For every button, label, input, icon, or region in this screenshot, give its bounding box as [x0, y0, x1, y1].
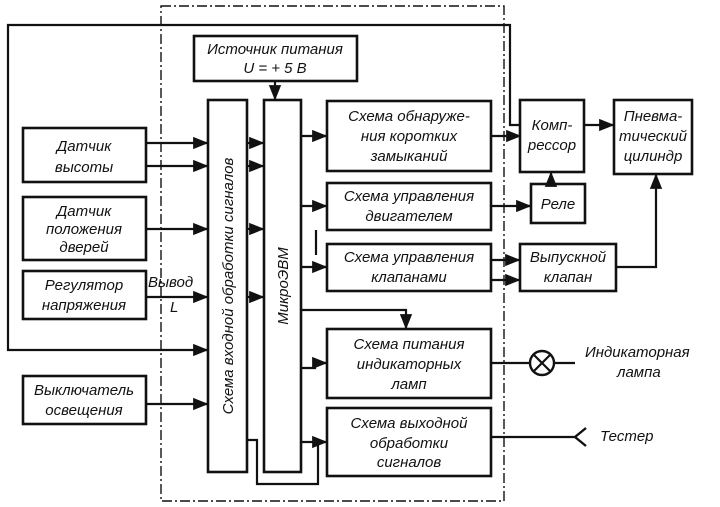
compressor-block: Комп- рессор — [518, 98, 586, 174]
exhaust-valve-block: Выпускной клапан — [518, 242, 618, 293]
wire-compressor-feedback — [6, 23, 520, 357]
compressor-label-2: рессор — [527, 137, 576, 154]
tester-connector-icon — [573, 427, 587, 447]
voltage-regulator-label-2: напряжения — [42, 297, 126, 314]
valve-control-label-1: Схема управления — [344, 249, 474, 266]
wire-ip-output-loop — [247, 438, 320, 486]
output-processing-label-1: Схема выходной — [351, 415, 469, 432]
microcomputer-block: МикроЭВМ — [262, 98, 303, 474]
pneumatic-cylinder-label-1: Пневма- — [624, 108, 683, 125]
motor-control-label-2: двигателем — [365, 208, 452, 225]
output-processing-block: Схема выходной обработки сигналов — [325, 406, 493, 478]
compressor-label-1: Комп- — [532, 117, 573, 134]
door-sensor-label-1: Датчик — [55, 203, 113, 220]
lamp-power-block: Схема питания индикаторных ламп — [325, 327, 493, 400]
pneumatic-cylinder-block: Пневма- тический цилиндр — [612, 98, 694, 176]
wire-mcu-lamp-power-2 — [301, 356, 328, 370]
light-switch-label-2: освещения — [45, 402, 122, 419]
pneumatic-cylinder-label-2: тический — [619, 128, 688, 145]
input-processing-block: Схема входной обработки сигналов — [206, 98, 249, 474]
input-processing-label: Схема входной обработки сигналов — [220, 158, 237, 415]
lamp-power-label-3: ламп — [390, 376, 426, 393]
valve-control-block: Схема управления клапанами — [325, 242, 493, 293]
voltage-regulator-block: Регулятор напряжения — [21, 269, 148, 321]
voltage-regulator-label-1: Регулятор — [45, 277, 123, 294]
motor-control-label-1: Схема управления — [344, 188, 474, 205]
wire-mcu-lamp-power — [301, 308, 413, 330]
relay-label: Реле — [541, 196, 575, 213]
motor-control-block: Схема управления двигателем — [325, 181, 493, 232]
short-circuit-label-3: замыканий — [370, 148, 448, 165]
light-switch-label-1: Выключатель — [34, 382, 134, 399]
exhaust-valve-label-1: Выпускной — [530, 249, 607, 266]
door-sensor-block: Датчик положения дверей — [21, 195, 148, 262]
door-sensor-label-3: дверей — [59, 239, 109, 256]
wire-exhaust-cylinder — [616, 173, 663, 269]
connections — [6, 23, 663, 486]
valve-control-label-2: клапанами — [371, 269, 447, 286]
power-supply-label-1: Источник питания — [207, 41, 343, 58]
microcomputer-label: МикроЭВМ — [275, 247, 292, 325]
height-sensor-label-1: Датчик — [55, 138, 113, 155]
indicator-lamp-label-2: лампа — [616, 364, 661, 381]
output-processing-label-3: сигналов — [377, 454, 441, 471]
lamp-power-label-2: индикаторных — [357, 356, 462, 373]
short-circuit-label-2: ния коротких — [361, 128, 458, 145]
output-l-label-1: Вывод — [148, 274, 193, 291]
relay-block: Реле — [529, 182, 587, 225]
pneumatic-cylinder-label-3: цилиндр — [624, 148, 683, 165]
height-sensor-block: Датчик высоты — [21, 126, 148, 184]
indicator-lamp-icon — [528, 349, 556, 377]
lamp-power-label-1: Схема питания — [353, 336, 464, 353]
output-processing-label-2: обработки — [370, 435, 449, 452]
short-circuit-label-1: Схема обнаруже- — [348, 108, 470, 125]
control-unit-boundary — [160, 5, 505, 502]
output-l-label-2: L — [170, 299, 178, 316]
power-supply-block: Источник питания U = + 5 В — [192, 34, 359, 83]
exhaust-valve-label-2: клапан — [544, 269, 593, 286]
indicator-lamp-label-1: Индикаторная — [585, 344, 690, 361]
height-sensor-label-2: высоты — [55, 159, 113, 176]
light-switch-block: Выключатель освещения — [21, 374, 148, 426]
power-supply-label-2: U = + 5 В — [243, 60, 306, 77]
short-circuit-block: Схема обнаруже- ния коротких замыканий — [325, 99, 493, 173]
door-sensor-label-2: положения — [46, 221, 122, 238]
tester-label: Тестер — [600, 428, 654, 445]
